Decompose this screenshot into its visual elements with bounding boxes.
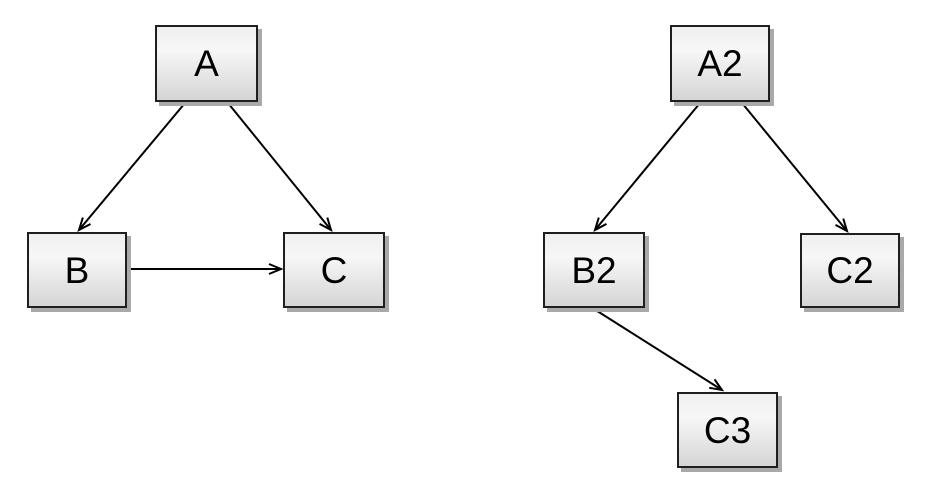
edge-B2-to-C3 xyxy=(593,308,725,392)
node-label-B: B xyxy=(64,249,90,291)
node-label-C3: C3 xyxy=(703,409,752,451)
edge-group xyxy=(77,102,849,392)
node-C3: C3 xyxy=(677,392,778,468)
edge-A2-to-B2 xyxy=(593,102,701,233)
node-label-C: C xyxy=(320,249,348,291)
node-A: A xyxy=(155,25,258,102)
node-label-A: A xyxy=(194,43,219,84)
edge-A-to-C xyxy=(227,102,333,233)
node-B: B xyxy=(27,232,127,308)
node-label-C2: C2 xyxy=(826,250,874,291)
node-C2: C2 xyxy=(800,233,900,308)
node-B2: B2 xyxy=(543,232,645,308)
node-A2: A2 xyxy=(670,25,770,102)
node-label-A2: A2 xyxy=(697,43,743,84)
node-C: C xyxy=(283,232,385,308)
edge-A2-to-C2 xyxy=(741,102,849,234)
node-label-B2: B2 xyxy=(571,249,617,291)
edge-A-to-B xyxy=(77,102,186,232)
